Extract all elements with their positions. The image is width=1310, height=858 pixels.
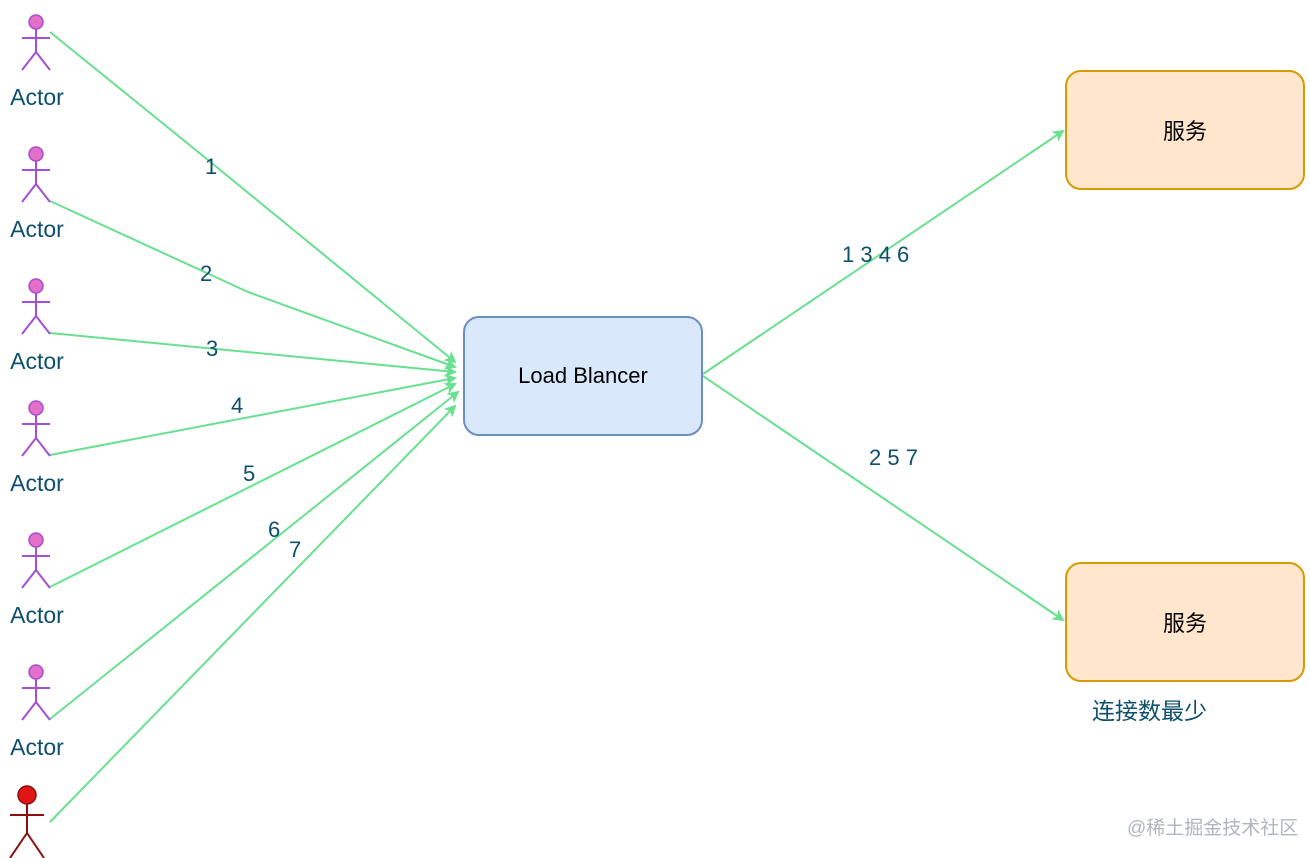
watermark: @稀土掘金技术社区 — [1127, 818, 1299, 839]
service-node-1: 服务 — [1065, 70, 1305, 190]
service-node-2: 服务 — [1065, 562, 1305, 682]
edge-label-3: 3 — [206, 336, 219, 361]
edge-request-5 — [49, 383, 457, 588]
actor-label-2: Actor — [10, 216, 64, 242]
actor-figure-7-active — [9, 785, 45, 858]
edge-request-4 — [49, 373, 457, 456]
service-2-requests-label: 2 5 7 — [869, 445, 918, 470]
edge-label-2: 2 — [200, 261, 213, 286]
strategy-caption: 连接数最少 — [1092, 698, 1207, 724]
service-1-label: 服务 — [1162, 119, 1207, 144]
actor-label-1: Actor — [10, 84, 64, 110]
service-1-requests-label: 1 3 4 6 — [842, 242, 910, 267]
edge-lb-to-service-2 — [702, 375, 1065, 622]
actor-figure-3 — [21, 278, 51, 335]
actor-label-6: Actor — [10, 734, 64, 760]
edge-request-3 — [49, 332, 457, 378]
edge-label-6: 6 — [268, 517, 281, 542]
actor-label-4: Actor — [10, 470, 64, 496]
edge-request-1 — [49, 31, 457, 364]
service-2-label: 服务 — [1162, 611, 1207, 636]
edge-lb-to-service-1 — [702, 129, 1065, 375]
load-balancer-label: Load Blancer — [518, 363, 648, 388]
edge-label-5: 5 — [243, 461, 256, 486]
actor-figure-4 — [21, 400, 51, 457]
edge-request-7 — [49, 404, 457, 823]
actor-figure-5 — [21, 532, 51, 589]
actor-figure-6 — [21, 664, 51, 721]
actor-label-5: Actor — [10, 602, 64, 628]
edge-label-7: 7 — [289, 537, 302, 562]
actor-figure-2 — [21, 146, 51, 203]
actor-label-3: Actor — [10, 348, 64, 374]
edge-label-1: 1 — [205, 154, 218, 179]
load-balancer-node: Load Blancer — [463, 316, 703, 436]
edge-label-4: 4 — [231, 393, 244, 418]
edge-request-6 — [49, 390, 460, 720]
actor-figure-1 — [21, 14, 51, 71]
edge-request-2 — [49, 200, 457, 370]
